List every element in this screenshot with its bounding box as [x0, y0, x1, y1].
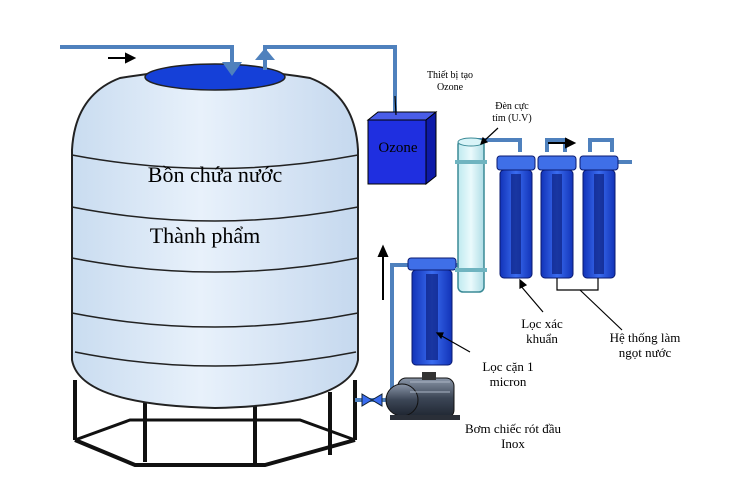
arrow-right-icon: [548, 137, 577, 149]
ozone-caption: Thiết bị tạo Ozone: [420, 70, 480, 93]
sediment-caption-line2: micron: [489, 373, 527, 389]
flow-arrow-icon: [222, 48, 275, 76]
arrow-up-icon: [377, 244, 389, 300]
sediment-caption-line1: Lọc cặn 1: [482, 359, 534, 374]
pump-caption: Bơm chiếc rót đầu Inox: [448, 421, 578, 452]
uv-caption-line2: tím (U.V): [492, 112, 532, 124]
tank-stand: [73, 380, 357, 467]
sediment-filter-caption: Lọc cặn 1 micron: [468, 359, 548, 390]
ozone-caption-line1: Thiết bị tạo: [426, 70, 474, 81]
ozone-generator: [366, 110, 438, 186]
pump-caption-line2: Inox: [501, 435, 525, 451]
softener-caption-line2: ngọt nước: [618, 344, 672, 360]
tank-lid: [144, 63, 286, 91]
tank-subtitle: Thành phẩm: [110, 223, 300, 248]
ozone-box-text: Ozone: [378, 140, 418, 156]
uv-lamp: [455, 137, 487, 293]
pipe-valve: [361, 393, 383, 407]
pump-caption-line1: Bơm chiếc rót đầu: [464, 421, 562, 436]
bacteria-caption-line2: khuẩn: [526, 330, 558, 346]
bacteria-caption-line1: Lọc xác: [521, 316, 563, 331]
softener-caption-line1: Hệ thống làm: [609, 330, 681, 345]
bacteria-filter: [496, 155, 536, 279]
softener-caption: Hệ thống làm ngọt nước: [595, 330, 695, 361]
pump: [385, 372, 460, 420]
tank-title-line2: Thành phẩm: [149, 223, 261, 248]
tank-title-line1: Bồn chứa nước: [147, 162, 283, 187]
softener-filter-2: [579, 155, 619, 279]
softener-bracket: [519, 278, 623, 331]
softener-filter-1: [537, 155, 577, 279]
ozone-caption-line2: Ozone: [436, 81, 464, 93]
bacteria-filter-caption: Lọc xác khuẩn: [507, 316, 577, 347]
uv-caption-line1: Đèn cực: [495, 101, 529, 112]
uv-caption: Đèn cực tím (U.V): [482, 101, 542, 124]
ozone-box-label: Ozone: [370, 140, 426, 157]
tank-title: Bồn chứa nước: [110, 162, 320, 187]
arrow-right-icon: [108, 52, 137, 64]
storage-tank: [71, 63, 359, 410]
pointer-lines: [394, 95, 499, 353]
sediment-filter: [407, 257, 457, 366]
